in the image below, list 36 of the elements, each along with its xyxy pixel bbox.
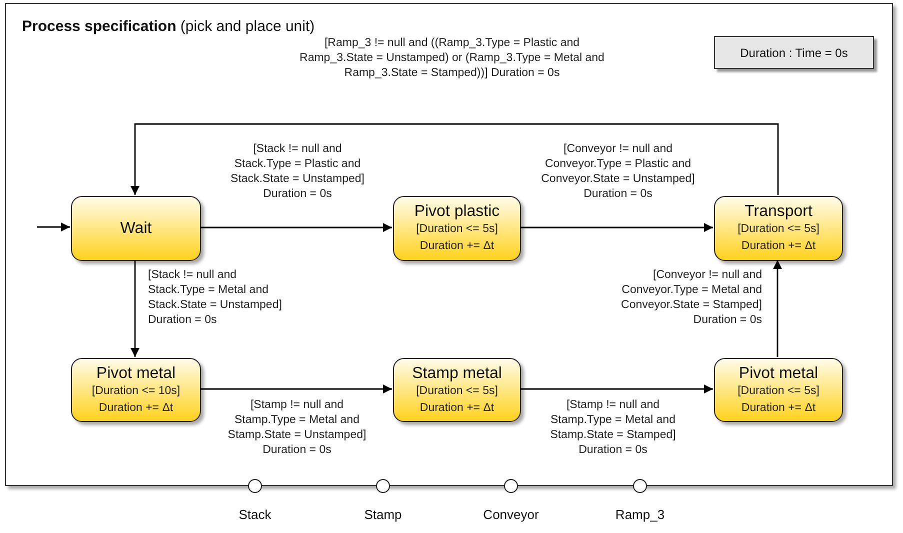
state-box	[393, 358, 521, 422]
state-box	[393, 196, 521, 261]
frame-title: Process specification (pick and place unit)	[22, 18, 315, 35]
port-circle	[633, 479, 647, 493]
port-label: Stack	[238, 507, 272, 522]
port-label: Conveyor	[483, 507, 539, 522]
arrow	[520, 384, 713, 394]
state-action: [Duration <= 10s] Duration += Δt	[90, 384, 182, 416]
state-name: Wait	[120, 219, 152, 238]
port-circle	[248, 479, 262, 493]
arrow	[773, 260, 782, 357]
arrow	[130, 260, 140, 357]
state-box	[71, 358, 201, 422]
state-action: [Duration <= 5s] Duration += Δt	[736, 222, 820, 254]
arrow	[520, 223, 713, 232]
arrow	[37, 222, 70, 232]
state-name: Pivot metal	[738, 364, 818, 382]
state-action: [Duration <= 5s] Duration += Δt	[415, 384, 499, 416]
port-circle	[376, 479, 390, 493]
arrow	[130, 123, 779, 195]
note-text: Duration : Time = 0s	[740, 46, 848, 60]
state-box	[71, 196, 201, 261]
state-name: Pivot plastic	[414, 202, 500, 221]
state-box	[714, 196, 843, 261]
port-label: Ramp_3	[615, 507, 665, 522]
port-label: Stamp	[364, 507, 402, 522]
state-name: Transport	[744, 202, 812, 221]
state-action: [Duration <= 5s] Duration += Δt	[415, 222, 499, 254]
note-box	[714, 36, 874, 69]
arrow	[200, 384, 392, 394]
state-box	[714, 358, 843, 422]
port-circle	[504, 479, 518, 493]
state-action: [Duration <= 5s] Duration += Δt	[736, 384, 820, 416]
arrow	[200, 223, 392, 232]
state-name: Pivot metal	[96, 364, 176, 382]
state-name: Stamp metal	[412, 364, 502, 382]
